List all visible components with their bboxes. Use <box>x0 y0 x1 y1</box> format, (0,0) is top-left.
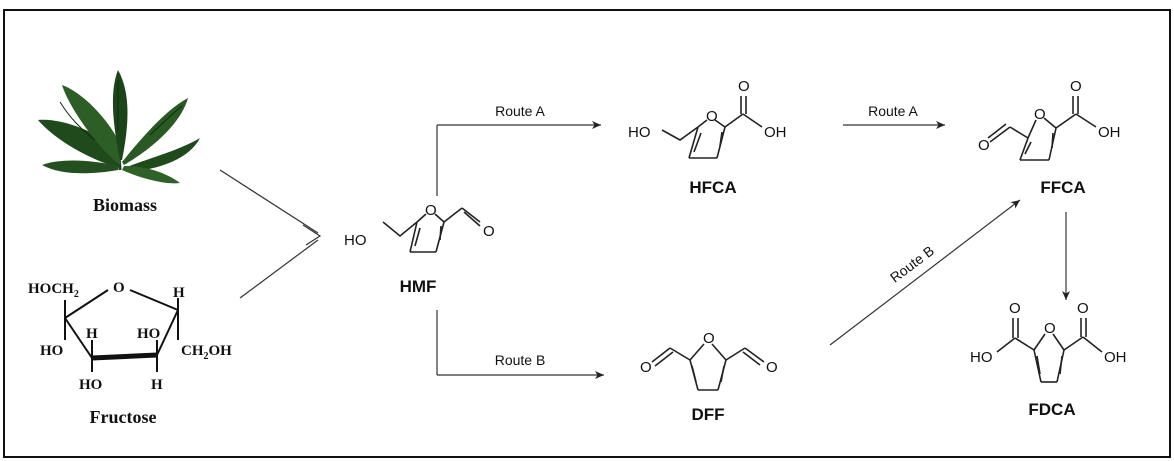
feedstock-arrows <box>219 169 322 299</box>
fdca-right-carbonyl-oxygen: O <box>1077 300 1089 317</box>
ffca-carbonyl-oxygen: O <box>1070 78 1082 95</box>
ffca-structure <box>987 96 1097 161</box>
fdca-structure <box>996 318 1103 383</box>
ffca-atoms: O O O OH <box>978 78 1121 154</box>
fructose-hoch2: HOCH2 <box>28 281 79 300</box>
fructose-h-mid: H <box>86 326 98 342</box>
fructose-h-top: H <box>173 285 185 301</box>
hfca-ring-oxygen: O <box>706 108 718 125</box>
hfca-ho: HO <box>628 124 651 141</box>
arrow-dff-to-ffca <box>829 199 1021 346</box>
fructose-label: Fructose <box>90 407 157 427</box>
fructose-ho-mid: HO <box>137 326 160 342</box>
hmf-ring-oxygen: O <box>425 202 437 219</box>
route-b-branch <box>436 310 604 379</box>
dff-left-oxygen: O <box>640 359 652 376</box>
dff-atoms: O O O <box>640 330 778 376</box>
hmf-structure <box>382 207 481 253</box>
fdca-left-carbonyl-oxygen: O <box>1009 300 1021 317</box>
route-label-hmf-dff: Route B <box>495 352 546 368</box>
hfca-oh: OH <box>764 124 787 141</box>
hfca-structure <box>661 96 763 159</box>
figure-frame <box>3 9 1171 458</box>
hmf-ho: HO <box>344 232 367 249</box>
fdca-label: FDCA <box>1028 400 1075 419</box>
hmf-label: HMF <box>400 277 437 296</box>
route-label-hmf-hfca: Route A <box>495 103 545 119</box>
fructose-ch2oh: CH2OH <box>181 343 232 362</box>
dff-ring-oxygen: O <box>703 330 715 347</box>
fructose-ring-oxygen: O <box>113 280 125 296</box>
route-label-hfca-ffca: Route A <box>868 103 918 119</box>
route-a-branch <box>436 121 601 196</box>
hfca-carbonyl-oxygen: O <box>738 78 750 95</box>
hmf-aldehyde-oxygen: O <box>483 223 495 240</box>
ffca-ring-oxygen: O <box>1034 106 1046 123</box>
fructose-ho-left: HO <box>40 343 63 359</box>
fdca-oh: OH <box>1104 349 1127 366</box>
arrow-biomass-to-hmf <box>219 169 319 234</box>
dff-right-oxygen: O <box>766 359 778 376</box>
fructose-atoms: HOCH2 O H H HO HO CH2OH HO H <box>28 280 232 393</box>
arrow-fructose-to-hmf <box>239 239 319 299</box>
fdca-atoms: HO O O O OH <box>970 300 1127 366</box>
fdca-ho: HO <box>970 349 993 366</box>
fructose-ho-bottom: HO <box>79 377 102 393</box>
fructose-structure <box>64 289 179 372</box>
dff-label: DFF <box>691 405 724 424</box>
hfca-atoms: HO O O OH <box>628 78 787 141</box>
hfca-label: HFCA <box>689 178 736 197</box>
ffca-oh: OH <box>1098 124 1121 141</box>
fdca-ring-oxygen: O <box>1044 320 1056 337</box>
ffca-label: FFCA <box>1040 178 1085 197</box>
route-label-dff-ffca: Route B <box>887 242 937 285</box>
ffca-aldehyde-oxygen: O <box>978 137 990 154</box>
biomass-plant-illustration <box>38 70 200 184</box>
hmf-atoms: HO O O <box>344 202 495 249</box>
fructose-h-bottom: H <box>151 377 163 393</box>
dff-structure <box>651 343 765 391</box>
biomass-label: Biomass <box>93 195 157 215</box>
